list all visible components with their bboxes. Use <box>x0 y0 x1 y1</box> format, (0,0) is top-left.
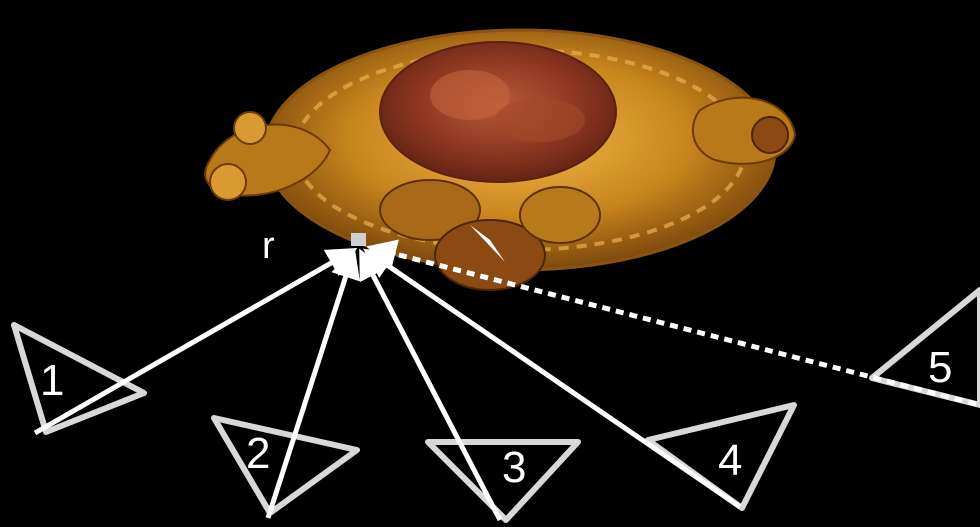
point-r-marker <box>351 233 366 246</box>
camera-2-label: 2 <box>246 429 270 478</box>
camera-4-label: 4 <box>718 436 742 485</box>
camera-3: 3 <box>428 442 578 520</box>
camera-1: 1 <box>14 325 144 432</box>
camera-5: 5 <box>872 290 980 405</box>
camera-3-label: 3 <box>502 443 526 492</box>
camera-1-label: 1 <box>40 356 64 405</box>
camera-5-label: 5 <box>928 343 952 392</box>
point-r-label: r <box>262 225 275 267</box>
sculpture-object <box>205 30 795 290</box>
